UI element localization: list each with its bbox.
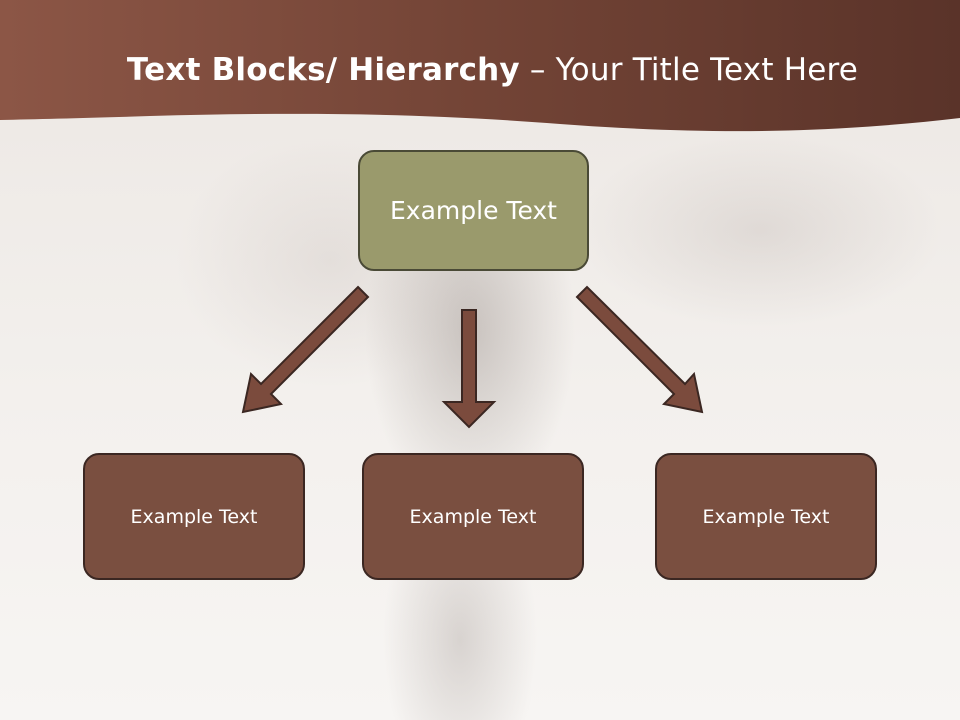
top-node-label: Example Text	[390, 196, 557, 225]
child-node-label: Example Text	[409, 505, 537, 528]
child-node-right: Example Text	[655, 453, 877, 580]
child-node-left: Example Text	[83, 453, 305, 580]
child-node-middle: Example Text	[362, 453, 584, 580]
top-node: Example Text	[358, 150, 589, 271]
arrow-right	[575, 285, 704, 414]
page-title: Text Blocks/ Hierarchy – Your Title Text…	[0, 52, 960, 88]
header-banner	[0, 0, 960, 132]
arrow-middle	[441, 309, 497, 429]
child-node-label: Example Text	[130, 505, 258, 528]
title-light-part: – Your Title Text Here	[529, 52, 859, 88]
child-node-label: Example Text	[702, 505, 830, 528]
title-bold-part: Text Blocks/ Hierarchy	[126, 52, 520, 88]
arrow-left	[241, 285, 370, 414]
